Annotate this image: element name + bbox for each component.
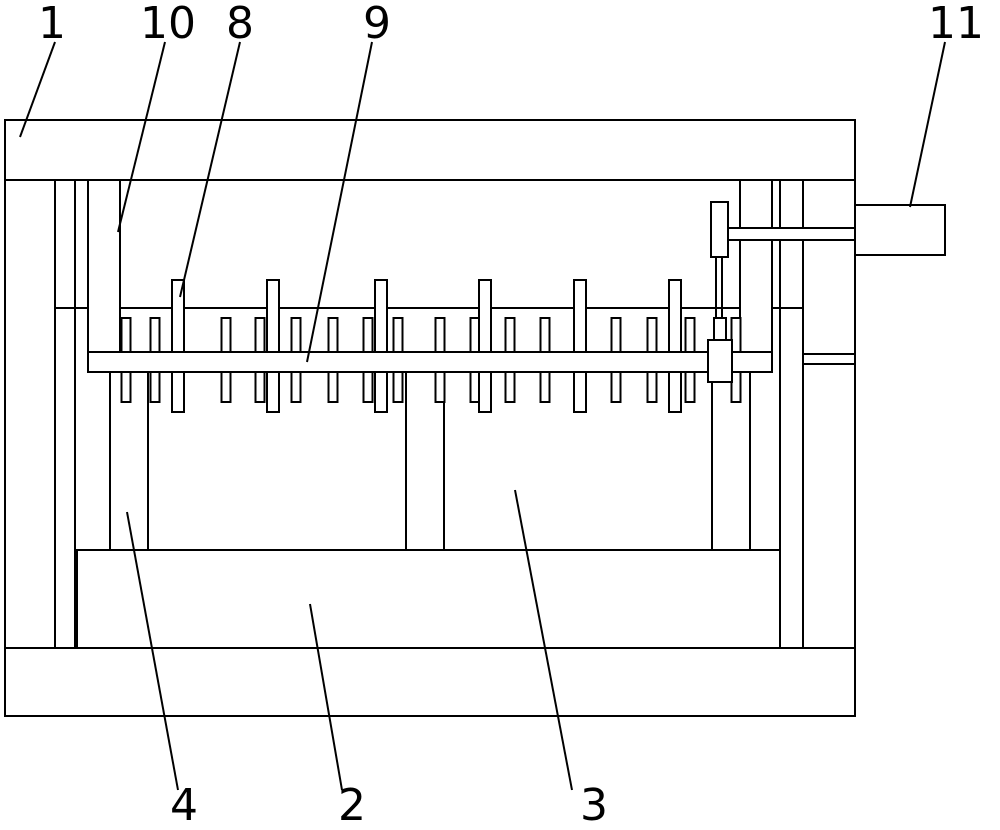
mould-blocks xyxy=(109,371,751,551)
label-3: 3 xyxy=(580,780,608,830)
long-pin xyxy=(478,279,492,413)
link-connector xyxy=(713,317,727,341)
long-pin xyxy=(171,279,185,413)
leader-1 xyxy=(19,41,56,138)
right-arm xyxy=(739,179,773,353)
label-10: 10 xyxy=(140,0,196,49)
label-9: 9 xyxy=(363,0,391,49)
label-2: 2 xyxy=(338,780,366,830)
leader-10 xyxy=(117,41,166,233)
left-arm xyxy=(87,179,121,353)
piston-rod xyxy=(727,227,856,241)
right-stopper xyxy=(802,353,856,365)
frame-top-beam xyxy=(4,119,856,181)
leader-4 xyxy=(126,511,179,791)
horizontal-plate xyxy=(87,351,773,373)
actuator xyxy=(707,201,946,383)
cylinder-body xyxy=(854,204,946,256)
label-4: 4 xyxy=(170,780,198,830)
label-1: 1 xyxy=(38,0,66,49)
long-pins xyxy=(171,279,682,413)
part-labels: 1 10 8 9 11 4 2 3 xyxy=(38,0,984,830)
label-11: 11 xyxy=(928,0,984,49)
frame xyxy=(4,119,856,717)
link-block xyxy=(707,339,733,383)
long-pin xyxy=(573,279,587,413)
leader-lines xyxy=(19,41,946,791)
frame-bottom-beam xyxy=(4,647,856,717)
frame-right-column xyxy=(802,179,856,649)
leader-11 xyxy=(909,41,946,208)
long-pin xyxy=(374,279,388,413)
frame-left-column xyxy=(4,179,56,649)
leader-2 xyxy=(309,603,343,791)
label-8: 8 xyxy=(226,0,254,49)
long-pin xyxy=(668,279,682,413)
leader-9 xyxy=(306,41,373,363)
rod-head xyxy=(710,201,729,258)
leader-3 xyxy=(514,489,573,791)
long-pin xyxy=(266,279,280,413)
leader-8 xyxy=(179,41,241,298)
base-plate xyxy=(76,549,781,649)
